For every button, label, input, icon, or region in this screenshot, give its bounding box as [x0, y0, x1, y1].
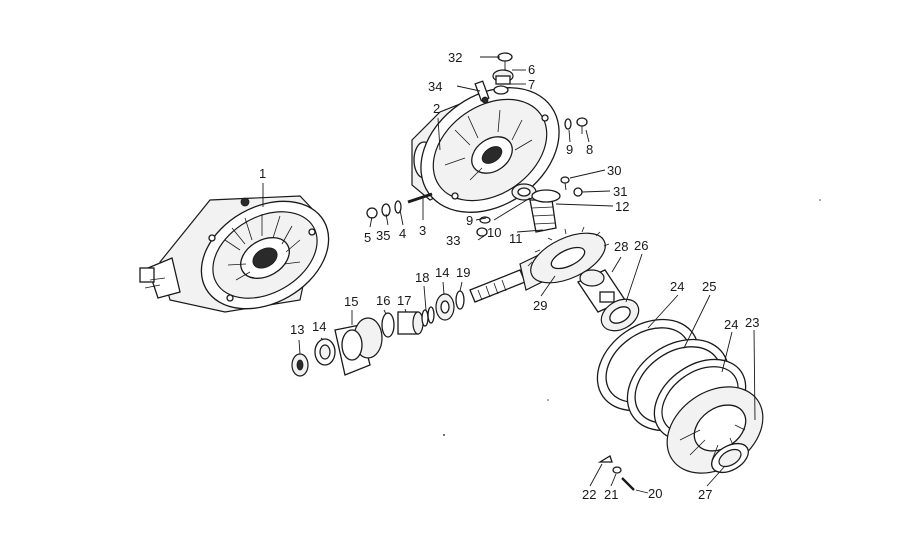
callout-18: 18 [415, 270, 429, 285]
part-14-bearing-left [314, 338, 336, 366]
callout-10: 10 [487, 225, 501, 240]
callout-24-a: 24 [670, 279, 684, 294]
callout-5: 5 [364, 230, 371, 245]
part-11-boot [529, 199, 557, 233]
part-9-washer-top [564, 118, 572, 130]
callout-16: 16 [376, 293, 390, 308]
callout-35: 35 [376, 228, 390, 243]
part-13-nut [291, 353, 309, 377]
callout-17: 17 [397, 293, 411, 308]
callout-23: 23 [745, 315, 759, 330]
speck [547, 399, 549, 401]
part-5-nut [366, 207, 378, 219]
callout-8: 8 [586, 142, 593, 157]
callout-24-b: 24 [724, 317, 738, 332]
part-10-seal [511, 183, 537, 201]
part-8-screw [576, 117, 588, 134]
part-18-shims [421, 306, 435, 327]
callout-26: 26 [634, 238, 648, 253]
part-20-bolt [621, 477, 635, 491]
part-4-washer [394, 200, 402, 214]
callout-20: 20 [648, 486, 662, 501]
callout-9-top: 9 [566, 142, 573, 157]
callout-28: 28 [614, 239, 628, 254]
part-16-oring [381, 312, 395, 338]
part-28-carrier [577, 269, 626, 313]
callout-6: 6 [528, 62, 535, 77]
callout-27: 27 [698, 487, 712, 502]
part-3-stud [407, 192, 433, 204]
part-12-ring [531, 189, 561, 203]
callout-34: 34 [428, 79, 442, 94]
callout-3: 3 [419, 223, 426, 238]
callout-15: 15 [344, 294, 358, 309]
callout-25: 25 [702, 279, 716, 294]
part-22-screw [597, 455, 613, 463]
part-30-screw [560, 176, 570, 191]
speck [443, 434, 445, 436]
part-27-seal [711, 442, 749, 474]
callout-9-bottom: 9 [466, 213, 473, 228]
callout-4: 4 [399, 226, 406, 241]
callout-12: 12 [615, 199, 629, 214]
callout-7: 7 [528, 77, 535, 92]
part-6-plug [492, 69, 514, 85]
callout-11: 11 [509, 231, 523, 246]
part-14-bearing-right [435, 293, 455, 321]
callout-21: 21 [604, 487, 618, 502]
callout-22: 22 [582, 487, 596, 502]
part-31-nut [573, 187, 583, 197]
callout-33: 33 [446, 233, 460, 248]
speck [819, 199, 821, 201]
part-34-breather [474, 80, 490, 104]
part-19-ring [455, 290, 465, 310]
part-15-bearing-housing [334, 317, 383, 376]
callout-labels: 1 2 3 4 5 6 7 8 9 9 10 11 12 13 14 14 15… [259, 50, 759, 502]
callout-31: 31 [613, 184, 627, 199]
callout-13: 13 [290, 322, 304, 337]
leader-lines [262, 56, 756, 494]
part-33-screw [476, 227, 488, 237]
callout-19: 19 [456, 265, 470, 280]
part-17-spacer [397, 311, 424, 335]
callout-14-right: 14 [435, 265, 449, 280]
callout-30: 30 [607, 163, 621, 178]
part-7-washer [493, 85, 509, 95]
callout-29: 29 [533, 298, 547, 313]
part-2-casing [411, 87, 560, 213]
part-32-screw [497, 52, 513, 72]
callout-32: 32 [448, 50, 462, 65]
part-21-washer [612, 466, 622, 474]
callout-1: 1 [259, 166, 266, 181]
callout-14-left: 14 [312, 319, 326, 334]
callout-2: 2 [433, 101, 440, 116]
part-26-bearing [600, 298, 640, 332]
part-1-housing-assembly [139, 195, 330, 313]
